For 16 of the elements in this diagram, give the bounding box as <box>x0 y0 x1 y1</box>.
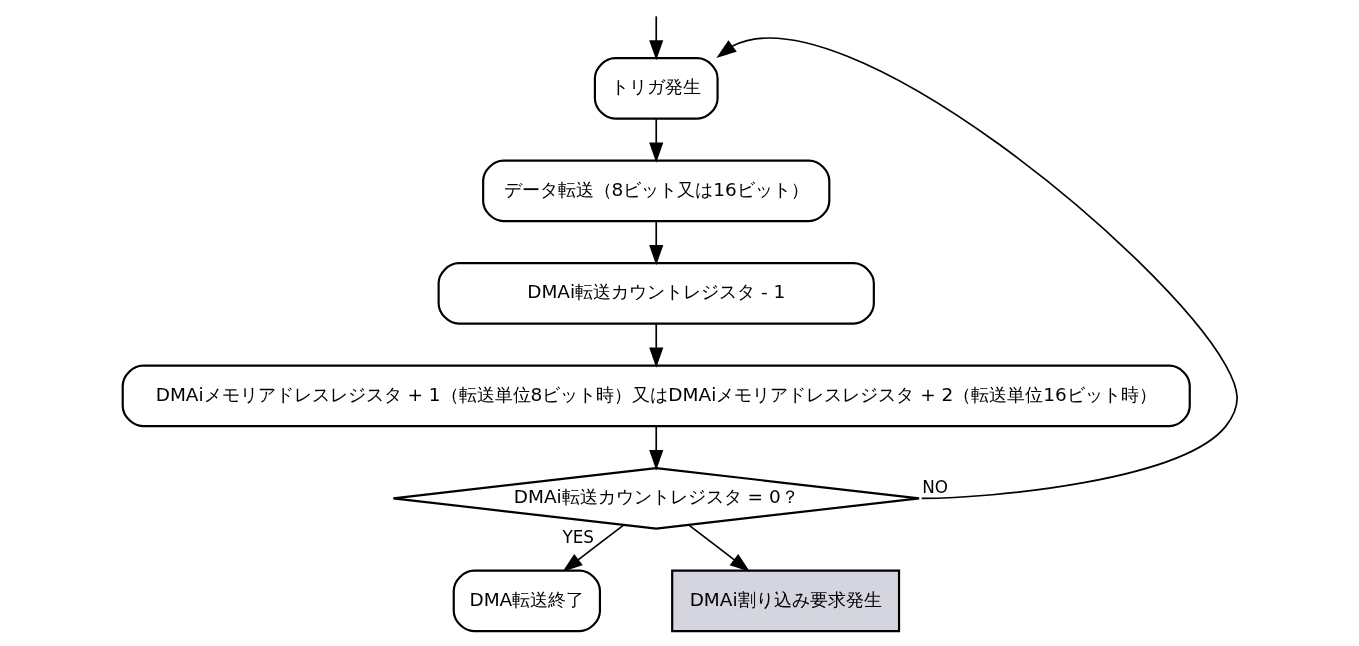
node-box: DMA転送終了 <box>452 569 601 633</box>
node-box: データ転送（8ビット又は16ビット） <box>481 159 830 223</box>
arrow <box>687 524 750 572</box>
arrow <box>648 117 663 163</box>
arrow <box>715 37 1238 500</box>
arrow <box>648 425 663 471</box>
node-box: DMAi割り込み要求発生 <box>670 569 900 633</box>
arrow <box>562 524 624 572</box>
node-diamond: DMAi転送カウントレジスタ = 0？ <box>391 467 920 530</box>
arrow <box>648 15 663 61</box>
arrow <box>648 322 663 368</box>
node-box: DMAiメモリアドレスレジスタ + 1（転送単位8ビット時）又はDMAiメモリアドレスレジスタ + 2（転送単位16ビット時） <box>121 364 1191 428</box>
node-box: トリガ発生 <box>593 57 719 120</box>
edge-label: NO <box>921 477 948 498</box>
arrow <box>648 220 663 266</box>
node-box: DMAi転送カウントレジスタ - 1 <box>437 262 875 325</box>
